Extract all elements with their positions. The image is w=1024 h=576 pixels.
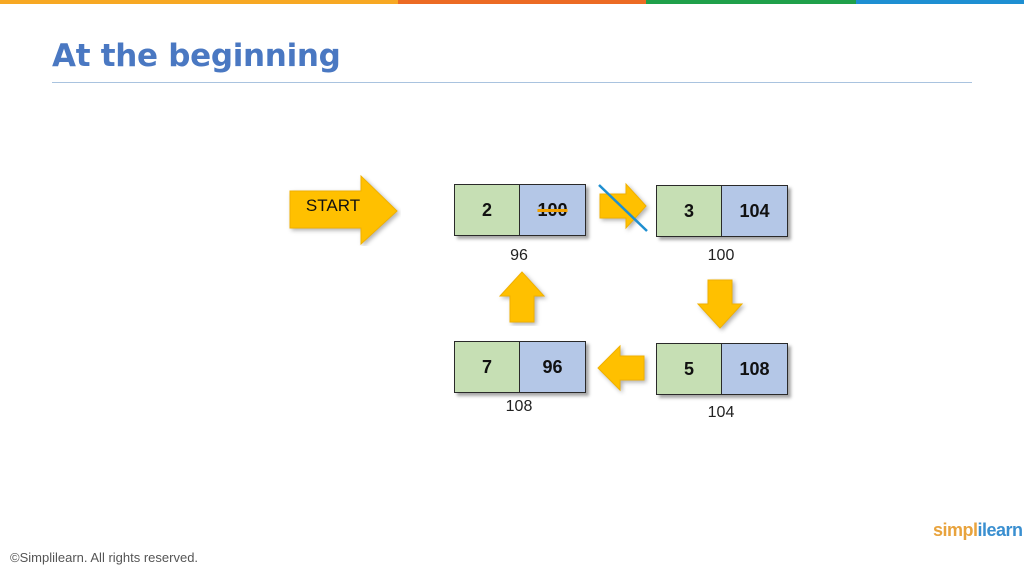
- node-1-next: 100: [520, 185, 585, 235]
- node-3: 5 108: [656, 343, 788, 395]
- topbar-segment-green: [646, 0, 856, 4]
- arrow-node3-to-node4: [597, 344, 645, 392]
- node-1-address: 96: [510, 247, 528, 264]
- simplilearn-logo: simplilearn: [933, 520, 1023, 540]
- copyright-footer: ©Simplilearn. All rights reserved.: [10, 550, 199, 565]
- arrow-node2-to-node3: [696, 279, 744, 329]
- node-1: 2 100: [454, 184, 586, 236]
- node-2-next: 104: [722, 186, 787, 236]
- arrow-node1-to-node2: [598, 182, 648, 232]
- arrow-node4-to-node1: [498, 271, 546, 323]
- node-4: 7 96: [454, 341, 586, 393]
- start-arrow: [289, 174, 398, 246]
- node-4-next: 96: [520, 342, 585, 392]
- node-2-address: 100: [707, 247, 735, 264]
- node-1-data: 2: [455, 185, 520, 235]
- node-2-data: 3: [657, 186, 722, 236]
- node-1-next-value: 100: [537, 199, 568, 220]
- node-3-address: 104: [707, 404, 735, 421]
- top-color-bar: [0, 0, 1024, 4]
- node-2: 3 104: [656, 185, 788, 237]
- node-4-data: 7: [455, 342, 520, 392]
- topbar-segment-red: [398, 0, 646, 4]
- node-3-data: 5: [657, 344, 722, 394]
- title-divider: [52, 82, 972, 83]
- node-4-address: 108: [505, 398, 533, 415]
- strike-line-icon: [598, 184, 648, 232]
- topbar-segment-orange: [0, 0, 398, 4]
- topbar-segment-blue: [856, 0, 1024, 4]
- start-label: START: [305, 196, 361, 215]
- slide-title: At the beginning: [52, 38, 341, 74]
- node-3-next: 108: [722, 344, 787, 394]
